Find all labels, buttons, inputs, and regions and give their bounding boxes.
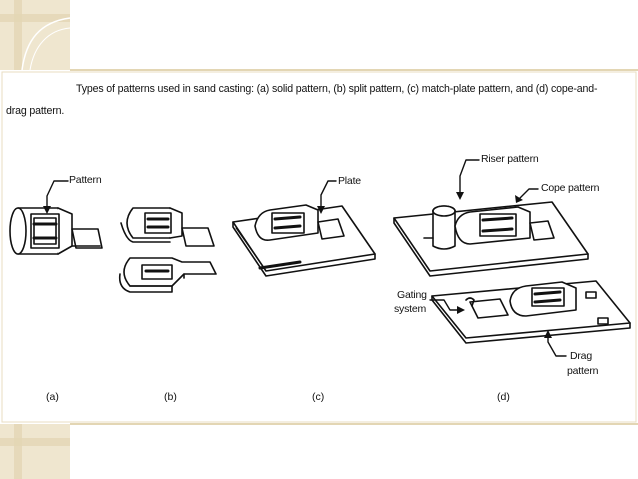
panel-label-b: (b)	[164, 391, 177, 403]
panel-label-d: (d)	[497, 391, 510, 403]
label-pattern: Pattern	[69, 174, 102, 186]
top-left-corner-decoration	[0, 0, 71, 71]
caption-line-2: drag pattern.	[6, 105, 65, 117]
panel-label-c: (c)	[312, 391, 325, 403]
riser-leader-arrow	[456, 192, 464, 200]
riser-leader-line	[459, 159, 480, 199]
cope-leader-line	[517, 188, 539, 201]
gating-leader-line	[429, 299, 464, 311]
drag-plate-drawing	[431, 280, 631, 344]
match-plate-drawing	[232, 204, 376, 277]
label-gating-system-line2: system	[394, 303, 427, 315]
plate-leader-arrow	[317, 206, 325, 214]
label-gating-system-line1: Gating	[397, 289, 427, 301]
plate-leader-line	[320, 180, 337, 213]
split-pattern-lower-half	[118, 257, 217, 293]
gating-leader-arrow	[457, 306, 465, 314]
bottom-left-corner-decoration	[0, 424, 70, 479]
pattern-leader-arrow	[43, 206, 51, 214]
label-cope-pattern: Cope pattern	[541, 182, 600, 194]
pattern-leader-line	[46, 180, 69, 213]
drag-leader-arrow	[544, 330, 552, 338]
label-drag-pattern-line1: Drag	[570, 350, 592, 362]
cope-plate-drawing	[393, 201, 589, 277]
cope-leader-arrow	[515, 195, 523, 203]
panel-label-a: (a)	[46, 391, 59, 403]
label-riser-pattern: Riser pattern	[481, 153, 539, 165]
label-plate: Plate	[338, 175, 361, 187]
solid-pattern-drawing	[9, 207, 103, 255]
caption-line-1: Types of patterns used in sand casting: …	[76, 83, 598, 95]
split-pattern-upper-half	[120, 207, 215, 247]
label-drag-pattern-line2: pattern	[567, 365, 599, 377]
